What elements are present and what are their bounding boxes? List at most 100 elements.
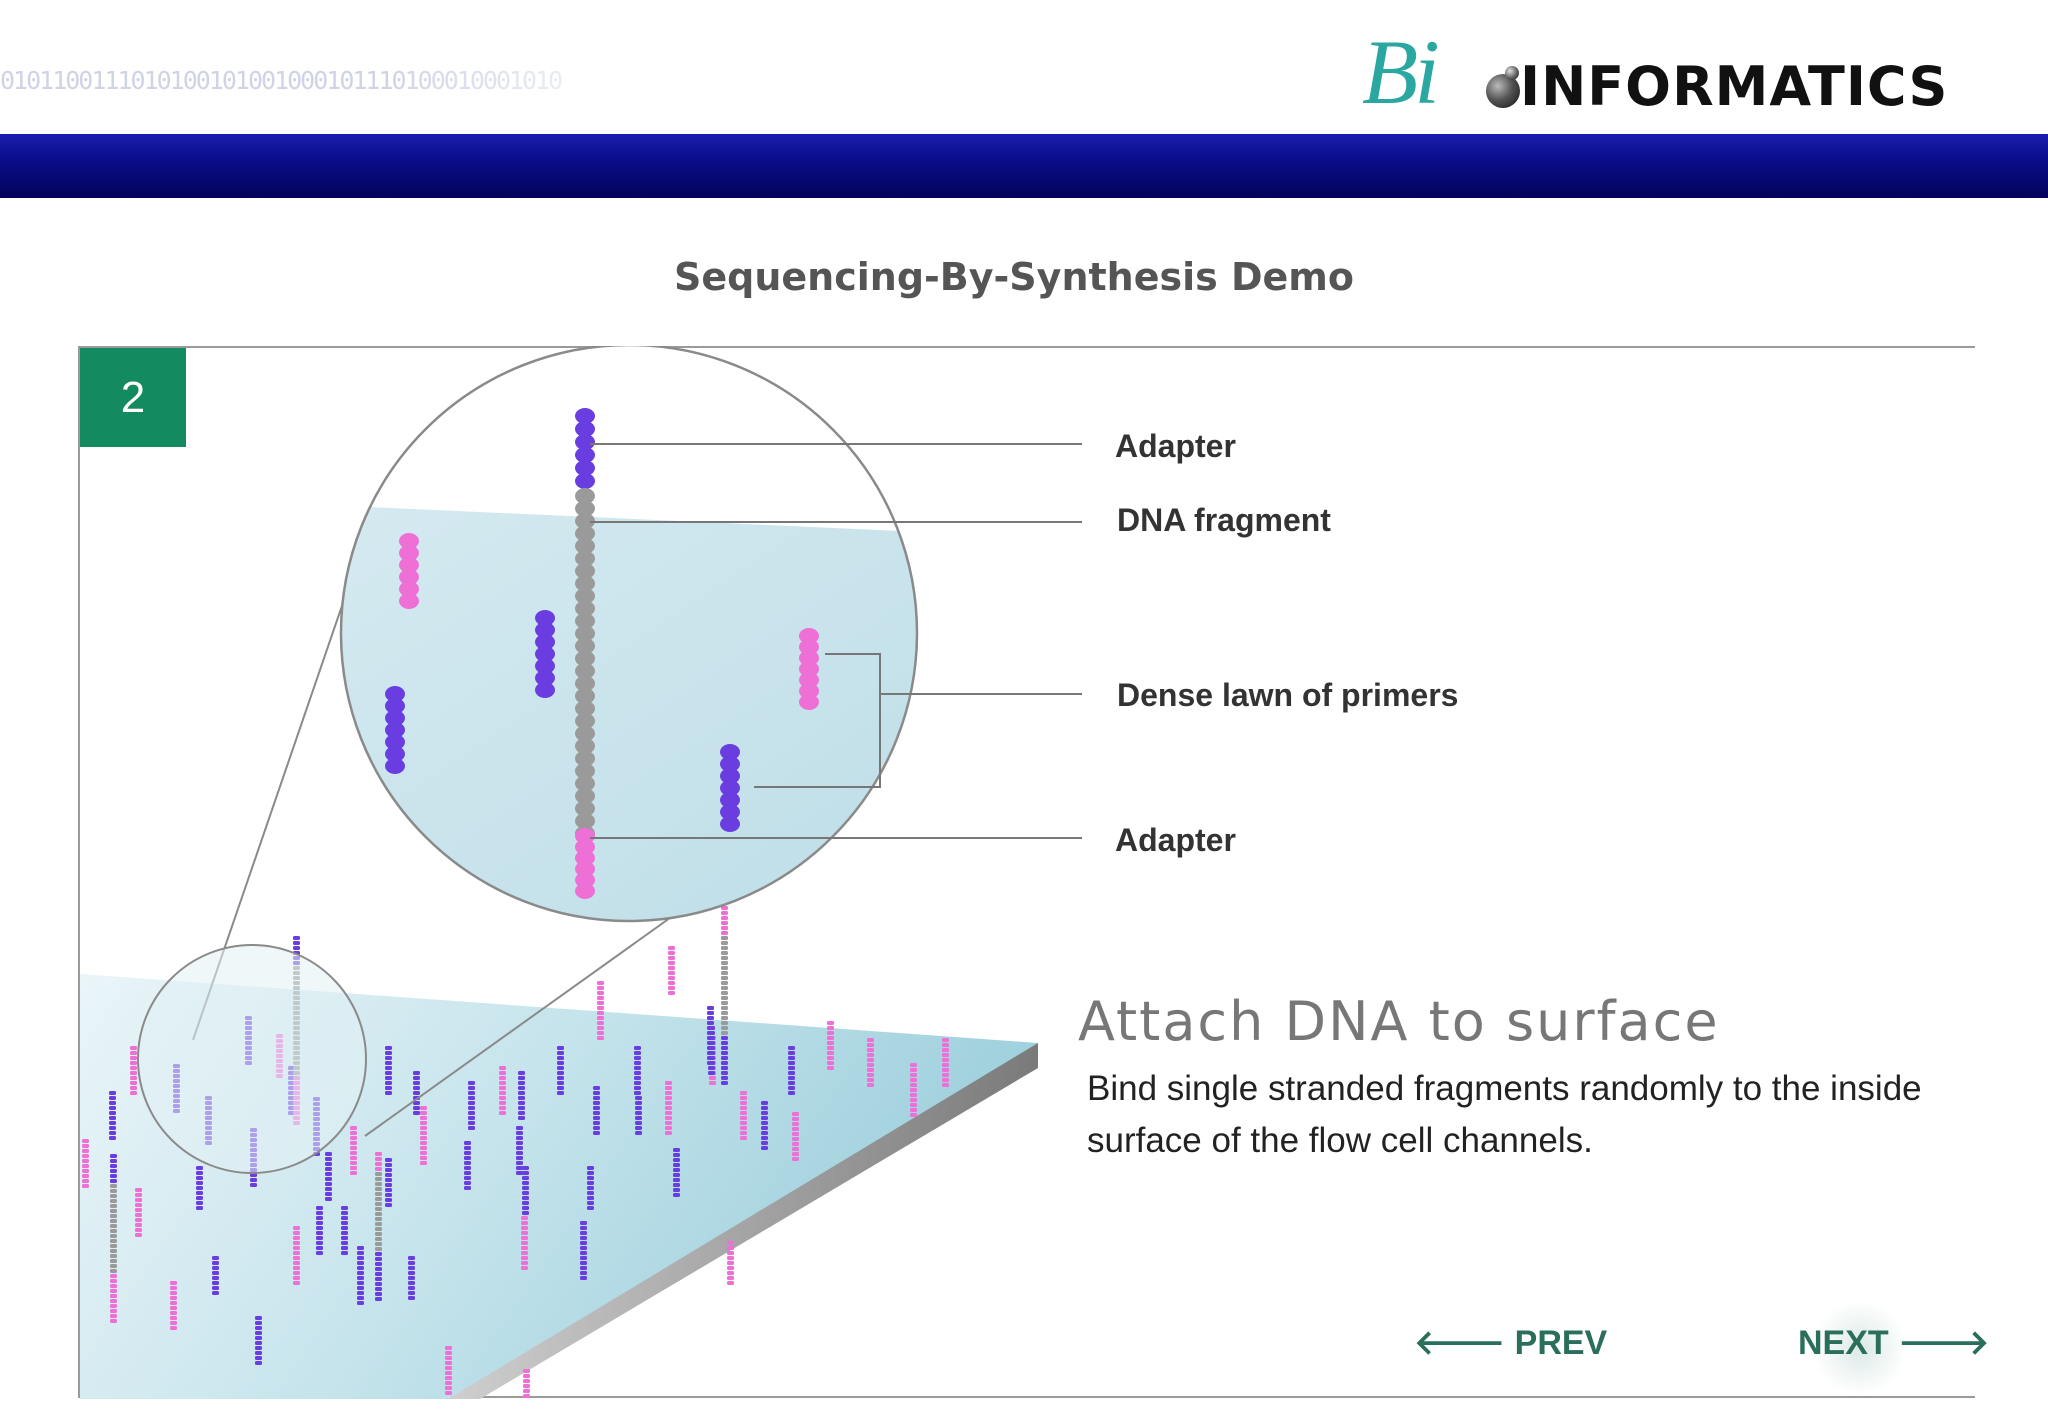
- surface-strand-bead: [557, 1051, 564, 1055]
- surface-strand-bead: [316, 1241, 323, 1245]
- surface-strand-bead: [708, 1071, 715, 1075]
- surface-strand-bead: [597, 996, 604, 1000]
- surface-strand-bead: [413, 1106, 420, 1110]
- fragment-bead: [375, 1227, 382, 1231]
- surface-strand-bead: [910, 1068, 917, 1072]
- surface-strand-bead: [665, 1101, 672, 1105]
- surface-strand-bead: [522, 1211, 529, 1215]
- fragment-bead: [110, 1234, 117, 1238]
- surface-strand-bead: [468, 1106, 475, 1110]
- next-button-highlight: [1812, 1300, 1908, 1396]
- magnified-strand-bead: [385, 698, 405, 714]
- surface-strand-bead: [523, 1369, 530, 1373]
- surface-strand-bead: [293, 1261, 300, 1265]
- surface-strand-bead: [557, 1086, 564, 1090]
- magnified-strand-bead: [575, 473, 595, 489]
- surface-strand-bead: [597, 1036, 604, 1040]
- surface-strand-bead: [255, 1351, 262, 1355]
- fragment-bead: [375, 1242, 382, 1246]
- surface-strand-bead: [668, 976, 675, 980]
- surface-strand-bead: [130, 1061, 137, 1065]
- next-button[interactable]: NEXT 🡒: [1798, 1322, 1989, 1363]
- surface-strand-bead: [135, 1198, 142, 1202]
- surface-strand-bead: [445, 1381, 452, 1385]
- surface-strand-bead: [942, 1053, 949, 1057]
- magnified-strand-bead: [385, 722, 405, 738]
- surface-strand-bead: [740, 1121, 747, 1125]
- surface-strand-bead: [464, 1156, 471, 1160]
- prev-button[interactable]: 🡐 PREV: [1414, 1322, 1607, 1363]
- magnified-strand-bead: [535, 682, 555, 698]
- surface-strand-bead: [325, 1157, 332, 1161]
- surface-strand-bead: [82, 1159, 89, 1163]
- surface-strand-bead: [521, 1266, 528, 1270]
- surface-strand-bead: [170, 1301, 177, 1305]
- surface-strand-bead: [420, 1106, 427, 1110]
- surface-strand-bead: [516, 1131, 523, 1135]
- fragment-bead: [721, 961, 728, 965]
- surface-strand-bead: [196, 1196, 203, 1200]
- magnified-strand-bead: [385, 734, 405, 750]
- surface-strand-bead: [668, 991, 675, 995]
- fragment-bead: [375, 1297, 382, 1301]
- surface-strand-bead: [788, 1061, 795, 1065]
- fragment-bead: [375, 1292, 382, 1296]
- magnified-strand-bead: [720, 816, 740, 832]
- fragment-bead: [110, 1264, 117, 1268]
- magnified-strand-bead: [399, 569, 419, 585]
- surface-strand-bead: [135, 1208, 142, 1212]
- surface-strand-bead: [408, 1261, 415, 1265]
- surface-strand-bead: [910, 1073, 917, 1077]
- magnified-strand-bead: [385, 758, 405, 774]
- fragment-bead: [375, 1167, 382, 1171]
- surface-strand-bead: [135, 1228, 142, 1232]
- magnified-strand-bead: [399, 581, 419, 597]
- surface-strand-bead: [668, 981, 675, 985]
- surface-strand-bead: [587, 1166, 594, 1170]
- surface-strand-bead: [593, 1131, 600, 1135]
- surface-strand-bead: [673, 1158, 680, 1162]
- surface-strand-bead: [942, 1058, 949, 1062]
- surface-strand-bead: [516, 1136, 523, 1140]
- surface-strand-bead: [413, 1101, 420, 1105]
- magnified-strand-bead: [535, 670, 555, 686]
- surface-strand-bead: [357, 1266, 364, 1270]
- fragment-bead: [721, 966, 728, 970]
- bioinformatics-logo: Bi INFORMATICS: [1362, 22, 2012, 122]
- surface-strand-bead: [593, 1086, 600, 1090]
- magnified-strand-bead: [799, 650, 819, 666]
- fragment-bead: [110, 1259, 117, 1263]
- fragment-bead: [721, 1061, 728, 1065]
- surface-strand-bead: [250, 1178, 257, 1182]
- surface-strand-bead: [325, 1197, 332, 1201]
- surface-strand-bead: [942, 1083, 949, 1087]
- surface-strand-bead: [516, 1171, 523, 1175]
- surface-strand-bead: [350, 1156, 357, 1160]
- surface-strand-bead: [499, 1086, 506, 1090]
- surface-strand-bead: [413, 1086, 420, 1090]
- surface-strand-bead: [170, 1326, 177, 1330]
- surface-strand-bead: [293, 1231, 300, 1235]
- surface-strand-bead: [445, 1366, 452, 1370]
- surface-strand-bead: [196, 1171, 203, 1175]
- magnified-strand-bead: [575, 650, 595, 667]
- surface-strand-bead: [385, 1163, 392, 1167]
- surface-strand-bead: [910, 1078, 917, 1082]
- fragment-bead: [721, 916, 728, 920]
- surface-strand-bead: [325, 1172, 332, 1176]
- fragment-bead: [110, 1204, 117, 1208]
- surface-strand-bead: [587, 1181, 594, 1185]
- fragment-bead: [110, 1194, 117, 1198]
- surface-strand-bead: [255, 1356, 262, 1360]
- surface-strand-bead: [740, 1111, 747, 1115]
- surface-strand-bead: [942, 1043, 949, 1047]
- fragment-bead: [375, 1247, 382, 1251]
- surface-strand-bead: [385, 1091, 392, 1095]
- surface-strand-bead: [522, 1201, 529, 1205]
- magnified-strand-bead: [399, 593, 419, 609]
- surface-strand-bead: [673, 1163, 680, 1167]
- surface-strand-bead: [109, 1131, 116, 1135]
- surface-strand-bead: [557, 1076, 564, 1080]
- surface-strand-bead: [557, 1066, 564, 1070]
- surface-strand-bead: [668, 971, 675, 975]
